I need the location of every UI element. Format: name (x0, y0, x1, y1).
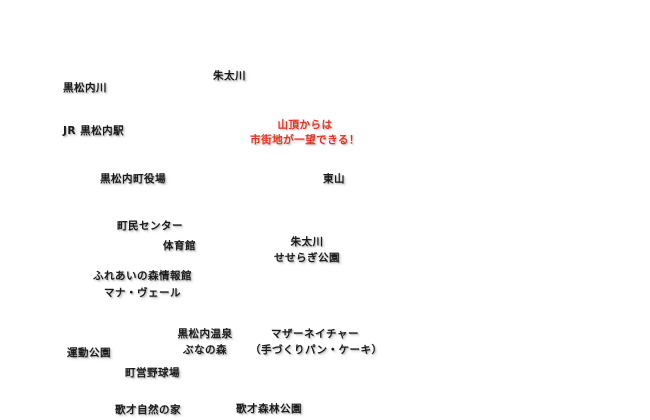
label-onsen: 黒松内温泉 ぶなの森 (165, 328, 245, 357)
label-sports-park: 運動公園 (67, 347, 111, 359)
callout-line-1: 山頂からは (277, 119, 333, 131)
info-center-line-2: マナ・ヴェール (104, 287, 181, 299)
label-forest-park: 歌才森林公園 (236, 403, 302, 415)
label-info-center: ふれあいの森情報館 マナ・ヴェール (80, 270, 205, 300)
label-nature-house: 歌才自然の家 (115, 404, 181, 416)
label-gymnasium: 体育館 (163, 240, 196, 252)
label-baseball-field: 町営野球場 (125, 367, 180, 379)
bakery-line-1: マザーネイチャー (271, 328, 359, 340)
park-name-line-2: せせらぎ公園 (274, 252, 340, 264)
onsen-line-1: 黒松内温泉 (177, 328, 233, 340)
summit-callout: 山頂からは 市街地が一望できる！ (243, 118, 367, 148)
onsen-line-2: ぶなの森 (183, 344, 227, 356)
label-town-office: 黒松内町役場 (100, 173, 166, 185)
label-jr-station: JR 黒松内駅 (63, 125, 125, 137)
label-shutagawa-park: 朱太川 せせらぎ公園 (262, 236, 352, 265)
label-higashiyama: 東山 (323, 173, 345, 185)
callout-line-2: 市街地が一望できる！ (250, 134, 360, 146)
info-center-line-1: ふれあいの森情報館 (93, 270, 192, 282)
label-shutagawa-river: 朱太川 (213, 70, 246, 82)
bakery-line-2: （手づくりパン・ケーキ） (250, 344, 383, 356)
label-community-center: 町民センター (117, 220, 183, 232)
label-bakery: マザーネイチャー （手づくりパン・ケーキ） (250, 328, 383, 357)
park-name-line-1: 朱太川 (290, 236, 324, 248)
label-kuromatsunai-river: 黒松内川 (63, 82, 107, 94)
